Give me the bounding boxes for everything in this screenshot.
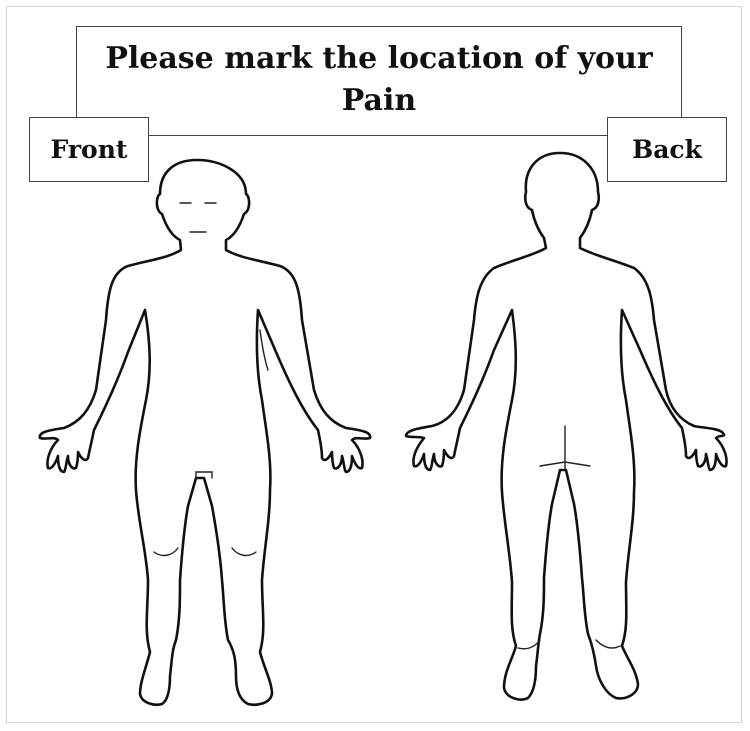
- front-body-figure[interactable]: [40, 160, 370, 705]
- title-line-1: Please mark the location of your: [77, 39, 681, 79]
- title-box: Please mark the location of your Pain: [76, 26, 682, 136]
- back-body-figure[interactable]: [406, 153, 727, 700]
- front-label: Front: [29, 117, 149, 182]
- back-label: Back: [607, 117, 727, 182]
- title-line-2: Pain: [77, 81, 681, 121]
